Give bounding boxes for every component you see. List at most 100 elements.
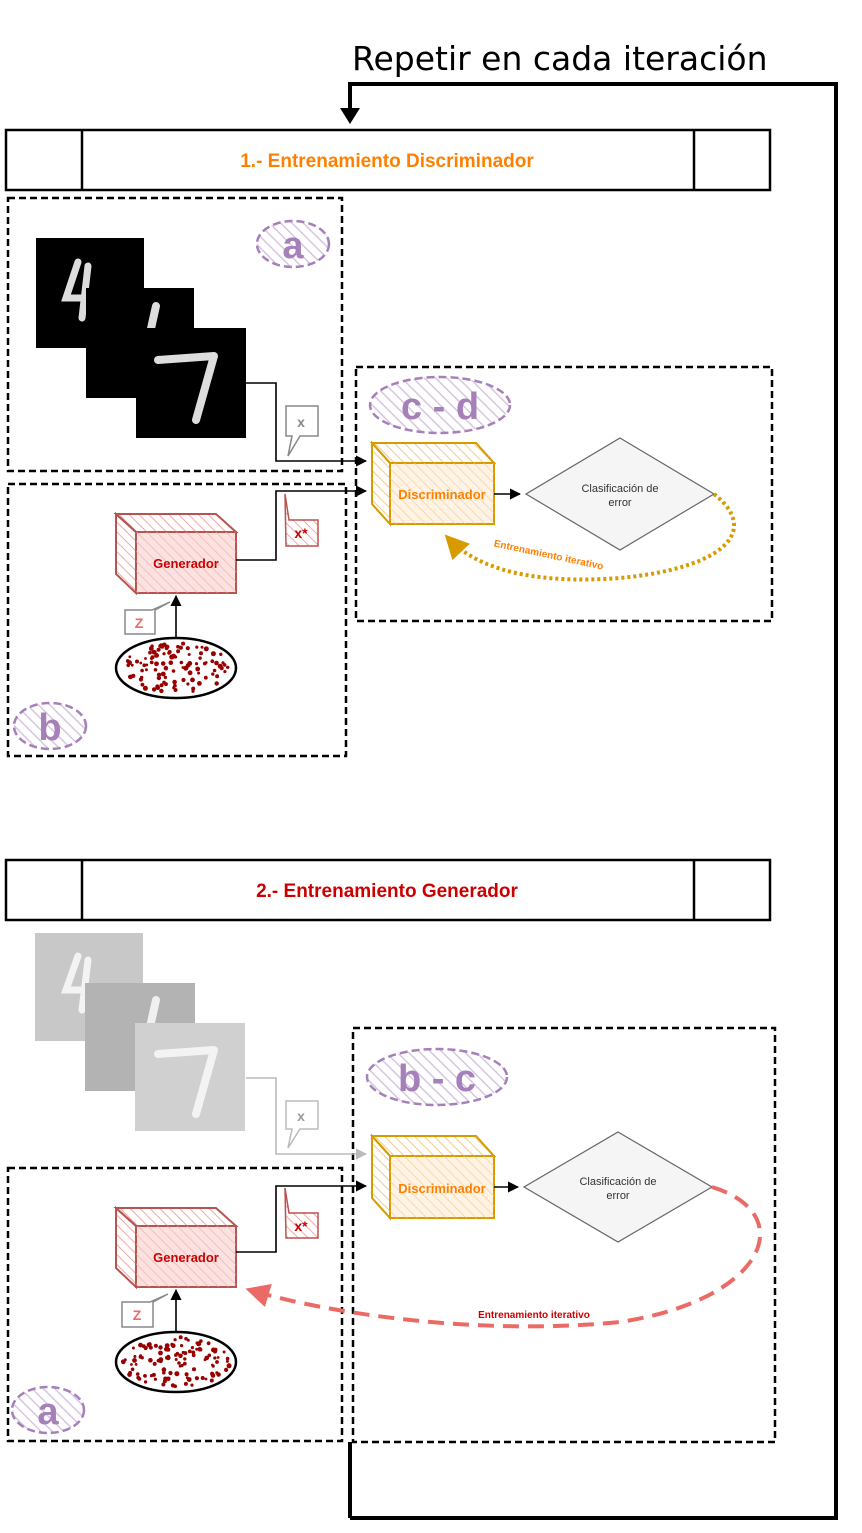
noise-dot	[211, 1363, 214, 1367]
section2-loop-label: Entrenamiento iterativo	[478, 1310, 590, 1321]
noise-dot	[183, 1351, 188, 1356]
noise-dot	[174, 1353, 178, 1357]
section2-generator-node: Generador	[113, 1205, 239, 1290]
noise-dot	[195, 666, 201, 672]
section1-cloud-cd: c - d	[368, 375, 512, 435]
noise-dot	[180, 1344, 184, 1348]
noise-dot	[130, 1367, 135, 1372]
noise-dot	[164, 1343, 170, 1348]
noise-dot	[170, 1383, 175, 1388]
noise-dot	[138, 1342, 143, 1348]
noise-dot	[176, 644, 180, 649]
noise-dot	[197, 671, 201, 675]
noise-dot	[197, 681, 202, 686]
noise-dot	[190, 1346, 194, 1350]
noise-dot	[163, 675, 168, 680]
noise-dot	[195, 1347, 199, 1351]
noise-dot	[162, 652, 166, 656]
noise-dot	[215, 674, 220, 679]
noise-dot	[191, 1353, 196, 1358]
noise-dot	[225, 1356, 230, 1361]
noise-dot	[184, 1372, 189, 1377]
section1-noise-distribution	[114, 636, 238, 700]
noise-dot	[151, 687, 157, 692]
noise-dot	[174, 1371, 180, 1377]
noise-dot	[135, 659, 139, 664]
noise-dot	[162, 1379, 167, 1384]
noise-dot	[154, 661, 159, 667]
section2-feedback-loop	[245, 1185, 763, 1329]
noise-dot	[161, 1382, 166, 1387]
noise-dot	[198, 656, 202, 660]
noise-dot	[200, 645, 204, 649]
noise-dot	[226, 1363, 232, 1369]
noise-dot	[183, 1357, 187, 1361]
noise-dot	[181, 677, 186, 683]
noise-dot	[148, 1358, 153, 1363]
noise-dot	[173, 688, 178, 692]
digit-image-7	[136, 328, 246, 438]
section1-cloud-a: a	[255, 219, 331, 269]
noise-dot	[143, 1380, 148, 1384]
noise-dot	[211, 1347, 216, 1353]
noise-dot	[206, 1341, 211, 1346]
noise-dot	[153, 668, 158, 672]
noise-dot	[178, 645, 183, 650]
noise-dot	[159, 683, 164, 688]
noise-dot	[211, 672, 215, 676]
noise-dot	[142, 663, 147, 668]
noise-dot	[142, 685, 148, 691]
section1-title: 1.- Entrenamiento Discriminador	[240, 151, 534, 172]
noise-dot	[166, 1354, 170, 1358]
section2-generator-box	[6, 1166, 344, 1443]
noise-dot	[210, 651, 216, 657]
noise-dot	[155, 684, 160, 689]
noise-dot	[226, 665, 230, 669]
noise-dot	[134, 1363, 138, 1366]
section2-edge-real-to-discriminator	[246, 1077, 368, 1160]
noise-dot	[144, 668, 148, 672]
noise-dot	[156, 672, 162, 677]
noise-dot	[186, 663, 190, 667]
section1-edge-generator-to-discriminator	[236, 485, 368, 561]
noise-dot	[148, 650, 152, 655]
noise-dot	[182, 1361, 187, 1366]
noise-dot	[176, 649, 181, 654]
noise-dot	[192, 1367, 196, 1372]
section2-noise-distribution	[114, 1330, 238, 1394]
noise-dot	[185, 646, 190, 651]
noise-dot	[190, 1383, 194, 1387]
noise-dot	[169, 654, 175, 660]
section1-tag-z: Z	[124, 601, 171, 635]
noise-dot	[154, 653, 160, 658]
section2-title: 2.- Entrenamiento Generador	[256, 881, 518, 902]
iteration-loop-line	[348, 82, 838, 1520]
noise-dot	[177, 1361, 181, 1365]
noise-dot	[149, 1374, 154, 1378]
noise-dot	[199, 1348, 203, 1352]
section2-cloud-a-label: a	[37, 1391, 59, 1433]
noise-dot	[172, 686, 176, 690]
noise-dot	[133, 1355, 137, 1358]
noise-dot	[153, 1343, 158, 1348]
noise-dot	[214, 681, 219, 686]
section2-cloud-a: a	[10, 1385, 86, 1435]
noise-dot	[191, 686, 196, 691]
noise-dot	[168, 1370, 173, 1376]
noise-dot	[204, 1377, 208, 1381]
noise-dot	[166, 1347, 171, 1352]
noise-dot	[162, 642, 167, 648]
noise-dot	[191, 689, 195, 693]
section2-discriminator-box	[351, 1026, 777, 1444]
section2-real-images	[35, 933, 245, 1131]
noise-dot	[200, 1376, 205, 1380]
noise-dot	[199, 651, 203, 656]
noise-dot	[130, 1363, 133, 1366]
section2-tag-xstar-label: x*	[294, 1218, 308, 1234]
iteration-loop-arrowhead	[340, 108, 360, 124]
noise-dot	[187, 1349, 192, 1354]
noise-dot	[204, 647, 208, 652]
iteration-title: Repetir en cada iteración	[352, 39, 768, 78]
section1-discriminator-label: Discriminador	[398, 487, 485, 502]
noise-dot	[128, 655, 132, 659]
